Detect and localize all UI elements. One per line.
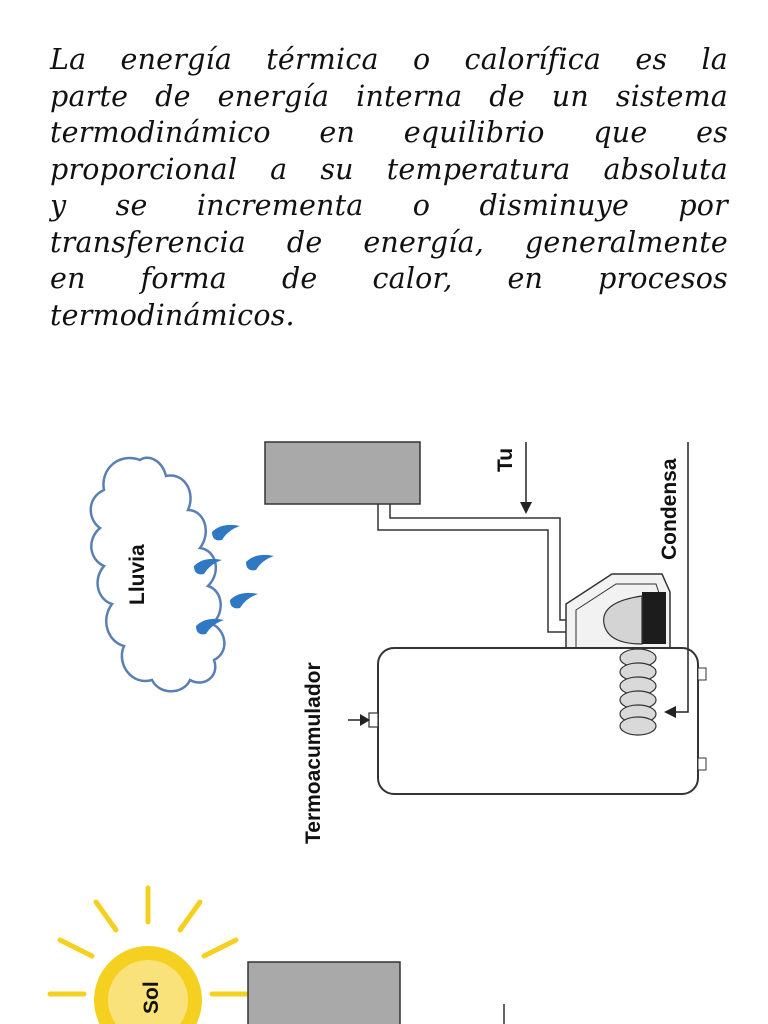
sun-icon: Sol	[47, 885, 249, 1024]
rain-label: Lluvia	[126, 544, 149, 605]
arrow-head-icon	[520, 502, 532, 514]
rain-drop-icon	[246, 554, 274, 571]
return-arrow	[674, 650, 689, 713]
collector-box	[264, 441, 421, 505]
paragraph-line: parte de energía interna de un sistema	[50, 79, 728, 113]
rain-drop-icon	[212, 524, 240, 541]
cloud-icon: Lluvia	[89, 456, 226, 693]
rain-drop-icon	[230, 592, 258, 609]
tank-label: Termoacumulador	[302, 662, 325, 844]
rain-drop-icon	[196, 618, 224, 635]
condenser-block	[642, 592, 666, 644]
heat-exchanger-coil	[619, 648, 657, 736]
pipe	[377, 504, 566, 633]
condenser-label: Condensa	[658, 458, 681, 560]
arrow-head-icon	[664, 706, 676, 718]
rain-drops	[194, 524, 274, 635]
paragraph-line: y se incrementa o disminuye por	[50, 189, 728, 222]
paragraph-line: transferencia de energía, generalmente	[50, 225, 728, 259]
tank-inlet	[368, 712, 379, 728]
paragraph-line: La energía térmica o calorífica es la	[50, 43, 728, 76]
paragraph-line: termodinámico en equilibrio que es	[50, 116, 728, 149]
paragraph-line: termodinámicos.	[50, 298, 295, 332]
rain-drop-icon	[194, 558, 222, 575]
arrow-head-icon	[360, 714, 370, 726]
body-paragraph: La energía térmica o calorífica es la pa…	[50, 42, 728, 334]
paragraph-line: proporcional a su temperatura absoluta	[50, 152, 728, 186]
paragraph-line: en forma de calor, en procesos	[50, 262, 728, 295]
sun-label: Sol	[140, 981, 163, 1014]
collector-box	[247, 961, 401, 1024]
tube-label: Tu	[494, 448, 517, 472]
